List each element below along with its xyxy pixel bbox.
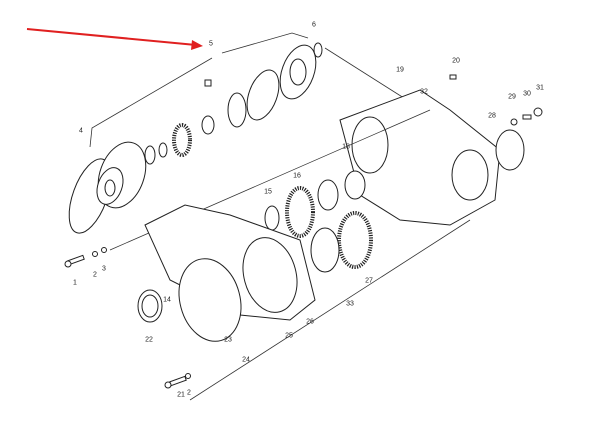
bolt-1	[64, 254, 85, 268]
callout-15: 15	[264, 188, 272, 196]
bearing	[144, 145, 156, 165]
plate-15	[264, 205, 280, 231]
callout-5: 5	[209, 40, 213, 48]
gear-27	[337, 211, 373, 269]
plate-33	[310, 227, 340, 273]
callout-24: 24	[242, 356, 250, 364]
callout-21: 21	[177, 391, 185, 399]
callout-29: 29	[508, 93, 516, 101]
callout-20: 20	[452, 57, 460, 65]
washer-2	[185, 373, 191, 379]
oil-seal-22-inner	[141, 294, 159, 318]
highlight-arrow	[26, 28, 203, 50]
front-cover-23	[178, 258, 242, 342]
washer-2	[92, 251, 98, 257]
callout-33: 33	[346, 300, 354, 308]
callout-30: 30	[523, 90, 531, 98]
gear	[172, 123, 192, 157]
case-opening	[451, 149, 489, 201]
callout-6: 6	[312, 21, 316, 29]
axis-line	[324, 47, 416, 106]
key	[204, 79, 212, 87]
bearing-cap-bore	[289, 58, 307, 86]
leader-bracket-5	[89, 57, 213, 148]
bearing	[227, 92, 247, 128]
callout-27: 27	[365, 277, 373, 285]
callout-31: 31	[536, 84, 544, 92]
gasket-opening	[242, 237, 298, 313]
washer	[158, 142, 168, 158]
gasket	[246, 69, 280, 121]
callout-32: 32	[420, 88, 428, 96]
callout-4: 4	[79, 127, 83, 135]
callout-23: 23	[224, 336, 232, 344]
callout-18: 18	[342, 143, 350, 151]
callout-25: 25	[285, 332, 293, 340]
leader-line	[221, 32, 309, 54]
pin-20	[449, 74, 457, 80]
bolt-30	[522, 114, 532, 120]
callout-14: 14	[163, 296, 171, 304]
nut-31	[533, 107, 543, 117]
callout-3: 3	[102, 265, 106, 273]
callout-28: 28	[488, 112, 496, 120]
callout-19: 19	[396, 66, 404, 74]
washer-3	[101, 247, 107, 253]
case-opening	[351, 116, 389, 174]
bearing-housing	[96, 141, 147, 209]
axis-line	[189, 219, 471, 401]
o-ring-6	[313, 42, 323, 58]
hub	[201, 115, 215, 135]
callout-26: 26	[306, 318, 314, 326]
bolt-21	[164, 375, 187, 389]
bush-16	[317, 179, 339, 211]
callout-16: 16	[293, 172, 301, 180]
cover-28	[495, 129, 525, 171]
callout-22: 22	[145, 336, 153, 344]
washer-29	[510, 118, 518, 126]
callout-2: 2	[93, 271, 97, 279]
callout-2b: 2	[187, 389, 191, 397]
hub-18	[344, 170, 366, 200]
gear-16	[285, 186, 315, 238]
callout-1: 1	[73, 279, 77, 287]
